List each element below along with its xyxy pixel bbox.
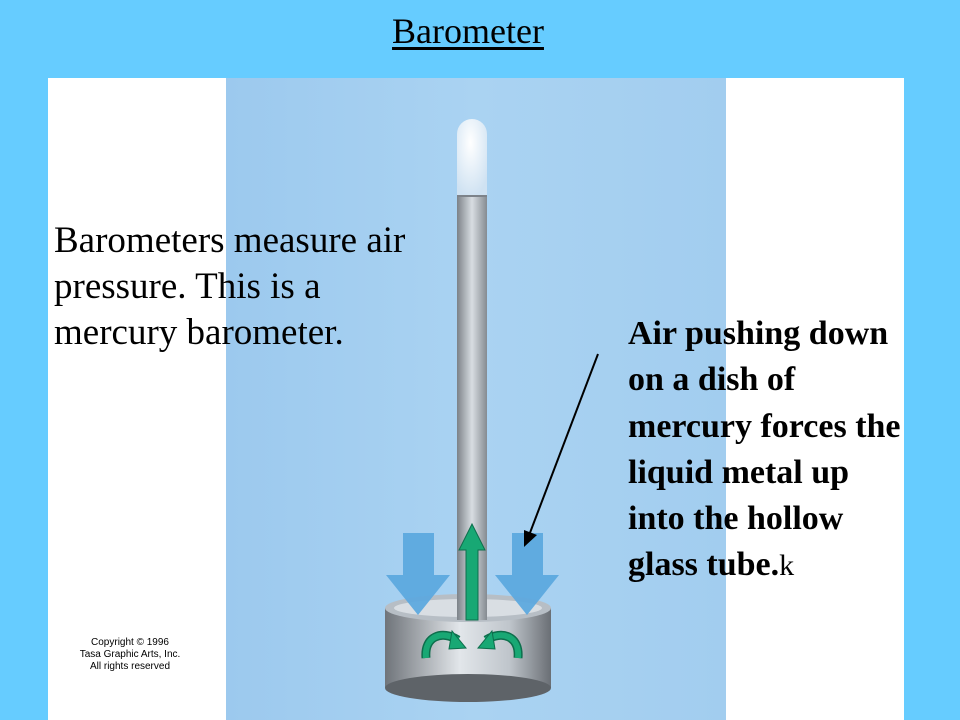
mercury-rise-arrow bbox=[458, 522, 486, 621]
pointer-arrow bbox=[524, 353, 599, 547]
explanation-main: Air pushing down on a dish of mercury fo… bbox=[628, 315, 901, 584]
explanation-tail: k bbox=[779, 549, 795, 583]
copyright-notice: Copyright © 1996 Tasa Graphic Arts, Inc.… bbox=[64, 637, 196, 673]
barometer-illustration bbox=[385, 119, 599, 702]
slide-title: Barometer bbox=[392, 11, 544, 51]
intro-text: Barometers measure air pressure. This is… bbox=[54, 220, 406, 353]
explanation-text: Air pushing down on a dish of mercury fo… bbox=[628, 311, 904, 590]
copyright-line: Copyright © 1996 bbox=[91, 637, 169, 648]
copyright-line: Tasa Graphic Arts, Inc. bbox=[79, 649, 181, 660]
mercury-dish bbox=[385, 594, 551, 702]
air-pressure-arrow-right bbox=[495, 533, 559, 615]
copyright-line: All rights reserved bbox=[89, 661, 171, 672]
mercury-flow-arrow-left bbox=[421, 629, 468, 659]
content-panel: Barometers measure air pressure. This is… bbox=[48, 78, 904, 720]
air-pressure-arrow-left bbox=[386, 533, 450, 615]
mercury-flow-arrow-right bbox=[476, 629, 523, 659]
